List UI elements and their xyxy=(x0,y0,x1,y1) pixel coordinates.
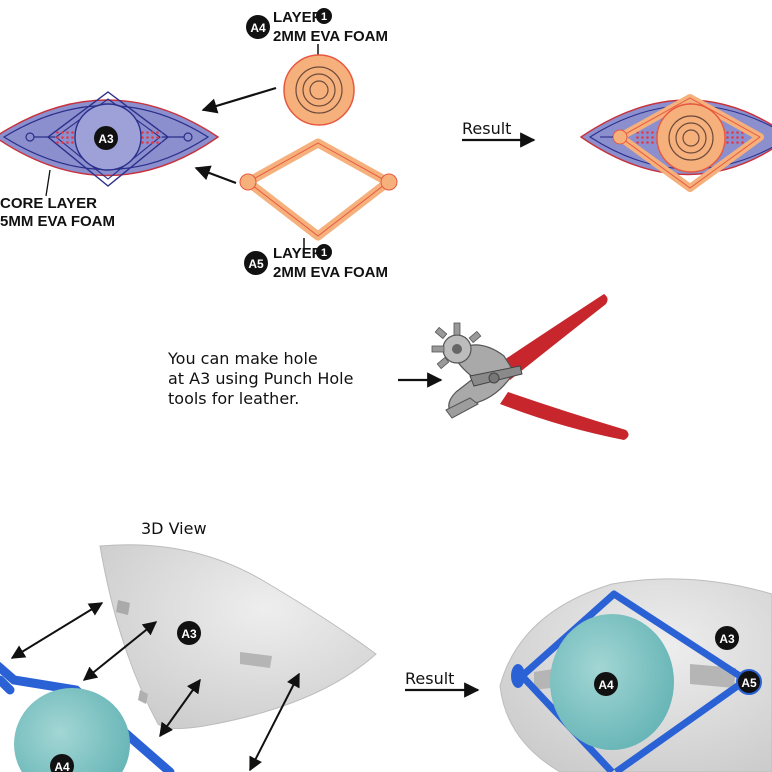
result-3d-assembly: A4 A3 A5 xyxy=(499,578,772,772)
assembly-arrow-1 xyxy=(10,602,104,659)
view-3d-a4-text: A4 xyxy=(54,760,70,772)
result-label-bottom: Result xyxy=(405,669,454,688)
view-3d-a3-badge xyxy=(177,621,201,645)
assembly-arrow-2 xyxy=(82,621,158,681)
result-a4-badge xyxy=(594,672,618,696)
a5-layer-text: LAYER xyxy=(273,245,323,262)
punch-hole-pliers-icon xyxy=(431,294,629,440)
result-a3-badge xyxy=(715,626,739,650)
view-3d-a3-text: A3 xyxy=(181,627,197,641)
result-eye-piece xyxy=(579,94,772,192)
view-3d-teal-disc: A4 xyxy=(14,688,130,772)
assembly-arrow-3 xyxy=(159,678,201,738)
arrow-a4-to-core xyxy=(201,86,277,114)
a4-layer-number-badge xyxy=(316,8,332,24)
result-a4-text: A4 xyxy=(598,678,614,692)
arrow-a5-to-core xyxy=(194,165,237,185)
result-label-top: Result xyxy=(462,119,511,138)
punch-text-line3: tools for leather. xyxy=(168,389,299,408)
view-3d-a4-badge xyxy=(50,754,74,772)
a5-layer-number: 1 xyxy=(321,247,327,259)
a3-badge xyxy=(94,126,118,150)
core-layer-label: CORE LAYER xyxy=(0,195,97,212)
view-3d-grey-shell: A3 xyxy=(99,544,377,730)
a4-label-group: A4 LAYER 1 2MM EVA FOAM xyxy=(246,8,388,56)
a5-badge xyxy=(244,251,268,275)
assembly-arrow-4 xyxy=(249,672,300,772)
a5-layer-number-badge xyxy=(316,244,332,260)
a4-piece xyxy=(283,54,355,126)
result-a5-badge xyxy=(736,669,762,695)
a4-badge-text: A4 xyxy=(250,21,266,35)
a5-material-text: 2MM EVA FOAM xyxy=(273,264,388,281)
core-layer-piece: A3 xyxy=(0,91,220,187)
result-a3-text: A3 xyxy=(719,632,735,646)
result-a5-text: A5 xyxy=(741,676,757,690)
punch-text-line2: at A3 using Punch Hole xyxy=(168,369,353,388)
punch-text-line1: You can make hole xyxy=(167,349,318,368)
core-material-label: 5MM EVA FOAM xyxy=(0,213,115,230)
a4-layer-text: LAYER xyxy=(273,9,323,26)
a5-label-group: A5 LAYER 1 2MM EVA FOAM xyxy=(244,238,388,281)
a5-badge-text: A5 xyxy=(248,257,264,271)
a4-layer-number: 1 xyxy=(321,11,327,23)
a3-badge-text: A3 xyxy=(98,132,114,146)
a4-material-text: 2MM EVA FOAM xyxy=(273,28,388,45)
view-3d-label: 3D View xyxy=(141,519,207,538)
a5-piece xyxy=(239,138,398,241)
a4-badge xyxy=(246,15,270,39)
